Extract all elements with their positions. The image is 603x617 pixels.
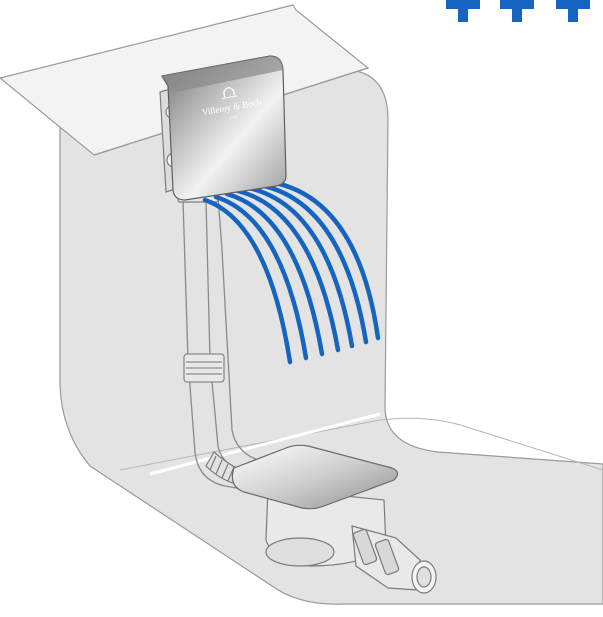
plus-icon bbox=[500, 0, 534, 22]
plus-icon-group bbox=[446, 0, 590, 22]
plus-icon bbox=[556, 0, 590, 22]
plus-icon bbox=[446, 0, 480, 22]
